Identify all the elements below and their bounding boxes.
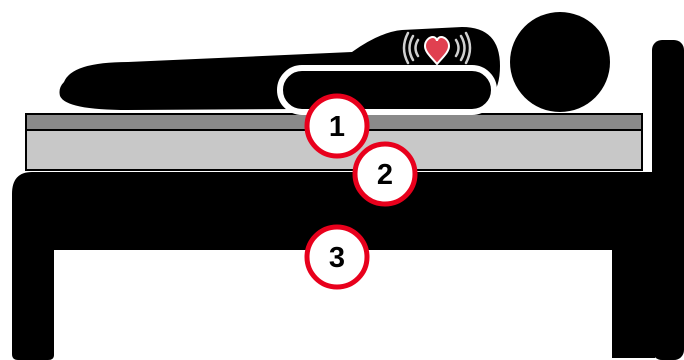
bed-base — [12, 172, 655, 360]
bed-headboard — [652, 40, 684, 360]
marker-2: 2 — [352, 141, 418, 207]
marker-3: 3 — [304, 224, 370, 290]
marker-3-label: 3 — [329, 242, 345, 274]
heart-icon — [423, 35, 451, 66]
person-head — [510, 12, 610, 112]
vibration-waves-icon — [402, 31, 472, 65]
marker-1-label: 1 — [329, 111, 345, 143]
marker-2-label: 2 — [377, 159, 393, 191]
person — [59, 12, 610, 115]
marker-1: 1 — [304, 93, 370, 159]
bed-frame — [12, 40, 684, 360]
